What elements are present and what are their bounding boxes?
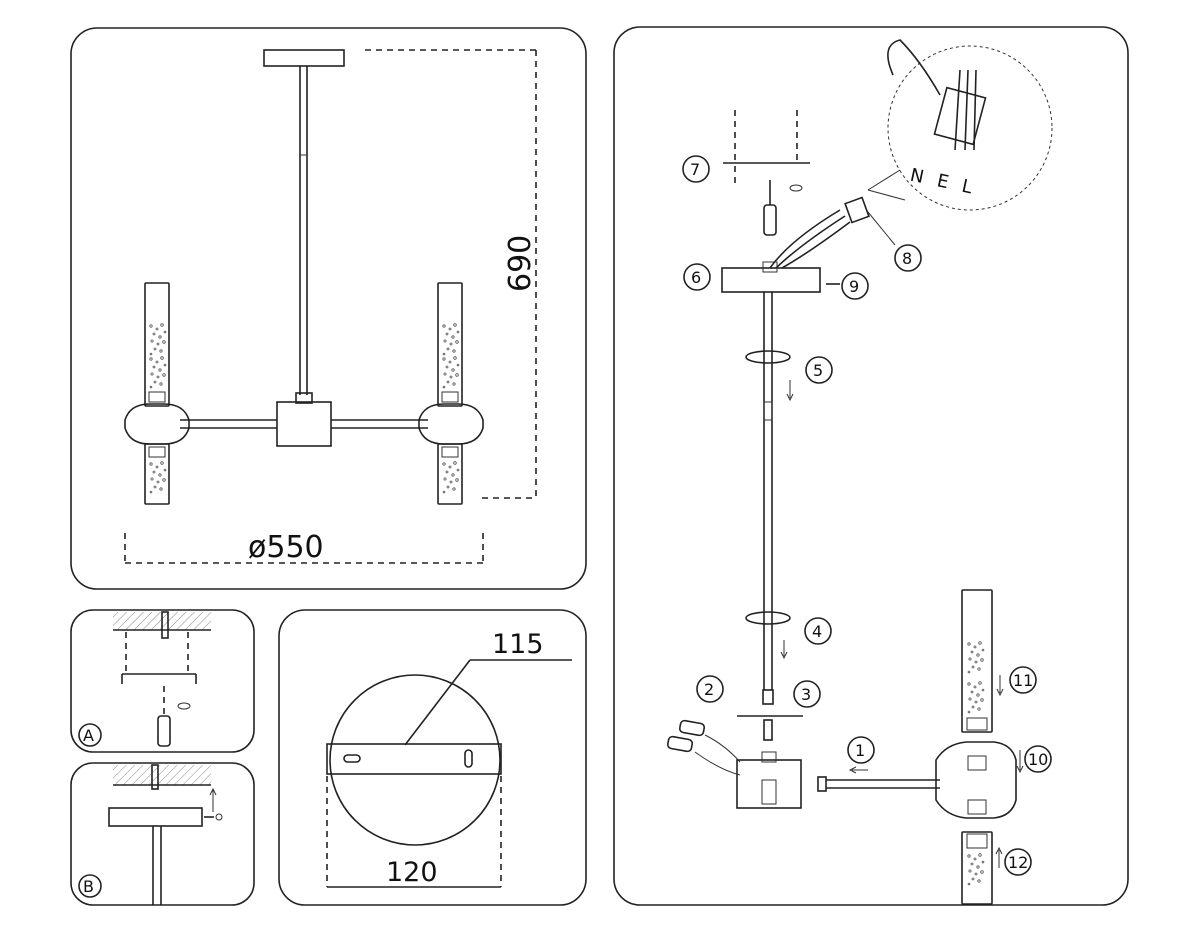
center-hub [276,401,332,447]
svg-text:7: 7 [690,160,700,179]
callout-9: 9 [841,272,869,300]
svg-text:NEL: NEL [908,165,984,201]
diameter-dimension: ø550 [248,530,324,565]
screw-icon [678,719,706,737]
svg-text:10: 10 [1028,750,1048,769]
earth-label: E [935,170,960,195]
upper-shade [961,589,993,733]
screw-icon [666,735,694,753]
step-a-label: A [83,726,94,745]
callout-11: 11 [1009,666,1037,694]
svg-text:5: 5 [813,361,823,380]
right-lamp [418,282,484,505]
mounting-plate-detail-panel: 115 120 [278,609,587,906]
live-label: L [960,176,984,201]
svg-text:12: 12 [1008,853,1028,872]
svg-text:9: 9 [849,277,859,296]
step-a-panel: A [70,609,255,753]
svg-text:6: 6 [691,268,701,287]
svg-text:2: 2 [704,680,714,699]
svg-text:1: 1 [855,741,865,760]
plate-spacing-label: 120 [386,857,438,888]
left-lamp [124,282,190,505]
height-dimension: 690 [503,235,538,292]
lamp-holder [935,741,1017,819]
step-b-panel: B [70,762,255,906]
callout-10: 10 [1024,745,1052,773]
callout-2: 2 [696,675,724,703]
neutral-label: N [908,165,935,190]
svg-text:8: 8 [902,249,912,268]
svg-text:4: 4 [812,622,822,641]
callout-8: 8 [894,244,922,272]
assembly-steps-panel: NEL [613,26,1129,906]
plate-width-label: 115 [492,629,544,660]
callout-3: 3 [793,680,821,708]
callout-1: 1 [847,736,875,764]
lower-shade [961,831,993,905]
svg-text:11: 11 [1013,671,1033,690]
callout-4: 4 [804,617,832,645]
callout-6: 6 [683,263,711,291]
step-b-label: B [83,877,94,896]
canopy [721,267,821,293]
center-hub [736,759,802,809]
svg-text:3: 3 [801,685,811,704]
main-view-panel: 690 ø550 [70,27,587,590]
canopy [263,49,345,67]
callout-12: 12 [1004,848,1032,876]
screwdriver-icon [157,715,171,747]
terminal-block [844,196,870,224]
callout-5: 5 [805,356,833,384]
callout-7: 7 [682,155,710,183]
